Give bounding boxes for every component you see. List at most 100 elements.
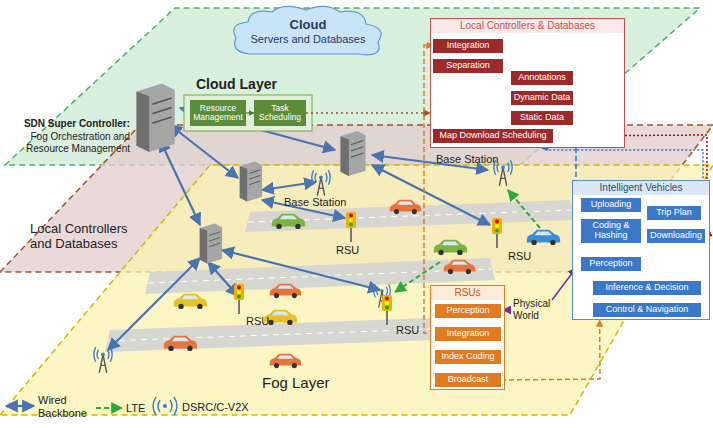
process-box: Trip Plan [647,206,701,220]
process-box: Integration [435,327,501,341]
connector [610,212,611,219]
process-box: Resource Management [190,100,246,126]
traffic-light [382,295,392,325]
process-label: Trip Plan [656,208,692,218]
layer-label: Cloud Layer [196,76,286,92]
cloud-node: CloudServers and Databases [228,4,388,60]
connector [424,45,435,334]
legend-text: DSRC/C-V2X [182,401,249,414]
cloud-outline [234,6,381,54]
connector [467,318,468,327]
traffic-light [492,218,502,248]
panel-box: Local Controllers & DatabasesIntegration… [430,18,625,148]
connector [467,364,468,373]
connector [306,112,430,114]
cloud-subtitle: Servers and Databases [251,33,366,46]
text-label: RSU [336,244,359,257]
process-box: Dynamic Data [511,91,573,105]
connector [646,295,647,303]
process-box: Annotations [511,71,573,85]
scheduler-group [184,95,312,131]
text-label: Base Station [284,196,346,209]
panel-box: RSUsPerceptionIntegrationIndex CodingBro… [430,285,505,390]
process-box: Integration [433,39,503,53]
process-label: Downloading [650,231,702,241]
antenna-icon [94,347,112,373]
connector [467,53,468,59]
connector [610,243,611,257]
connector [503,45,581,205]
process-box: Index Coding [435,350,501,364]
connector [467,341,468,350]
process-label: Map Download Scheduling [439,131,546,141]
process-label: Integration [447,41,490,51]
connector [610,271,611,281]
connector [503,65,511,118]
layer-outline [0,165,713,415]
legend-samples [6,397,177,415]
process-label: Broadcast [448,375,489,385]
legend-text: Wired Backbone [38,394,90,419]
connector [503,65,511,98]
traffic-light [234,284,244,314]
process-label: Task Scheduling [256,104,304,123]
traffic-light [346,212,356,242]
process-label: Separation [446,61,490,71]
layer-label: Fog Layer [262,374,352,391]
connector [503,65,511,78]
connector [467,73,468,129]
vehicles [164,200,560,368]
base-station-icon [494,160,512,186]
text-label: RSU [508,250,531,263]
process-label: Control & Navigation [606,305,689,315]
legend-text: LTE [126,402,145,415]
cloud-title: Cloud [290,18,327,33]
server-icon [341,131,366,176]
process-box: Control & Navigation [593,303,701,317]
text-label: Base Station [436,153,498,166]
server-icon [200,223,222,263]
text-label: RSU [396,324,419,337]
panel-header: Local Controllers & Databases [431,19,624,33]
process-box: Task Scheduling [254,100,306,126]
process-label: Integration [447,329,490,339]
physical-world-arrows [503,268,576,310]
process-label: Dynamic Data [514,93,571,103]
process-box: Perception [435,304,501,318]
process-label: Uploading [591,200,632,210]
panel-box: Intelligent VehiclesUploadingTrip PlanCo… [572,180,710,320]
process-label: Inference & Decision [605,283,688,293]
base-station-icon [312,170,330,196]
process-label: Resource Management [192,104,244,123]
process-box: Inference & Decision [593,281,701,295]
connector [641,243,676,264]
process-box: Uploading [581,198,641,212]
process-label: Perception [446,306,489,316]
text-label: RSU [246,315,269,328]
process-label: Index Coding [441,352,494,362]
text-label: Fog Orchestration and Resource Managemen… [2,131,130,154]
process-box: Static Data [511,111,573,125]
process-box: Map Download Scheduling [433,129,553,143]
cloud-shape [228,4,388,60]
text-label: SDN Super Controller: [2,118,130,130]
lte-links [395,190,540,292]
process-label: Coding & Hashing [583,221,639,241]
connector [246,112,254,113]
process-box: Coding & Hashing [581,219,641,243]
text-label: Physical World [513,298,561,321]
process-box: Perception [581,257,641,271]
sdn-server [137,84,175,152]
process-label: Annotations [518,73,566,83]
layer-label: Local Controllers and Databases [30,222,150,252]
connector [501,320,600,380]
process-box: Downloading [647,229,705,243]
process-box: Broadcast [435,373,501,387]
process-label: Perception [589,259,632,269]
process-label: Static Data [520,113,564,123]
roads [105,200,575,352]
connector [545,143,703,213]
process-box: Separation [433,59,503,73]
panel-header: RSUs [431,286,504,300]
